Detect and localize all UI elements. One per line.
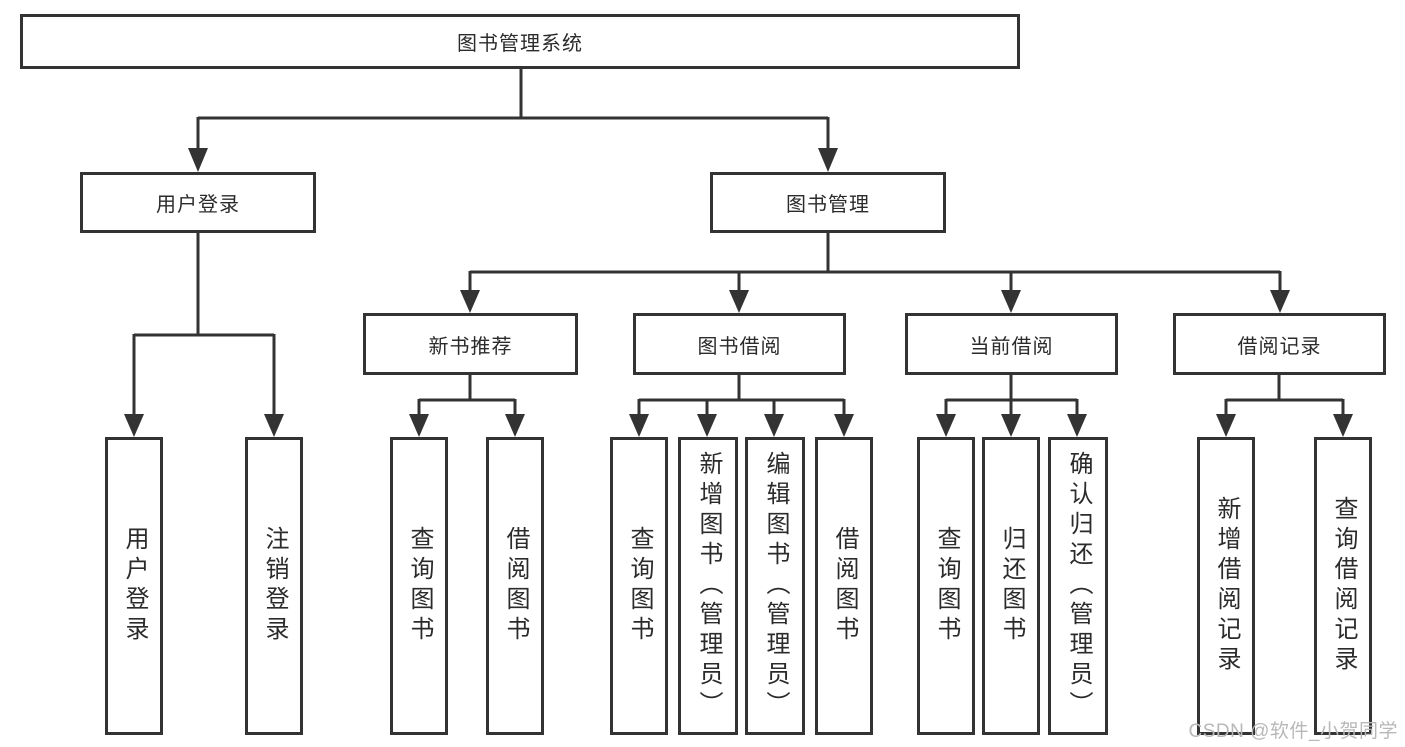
- node-label: 借阅记录: [1237, 335, 1322, 358]
- node-label: 查询图书: [626, 526, 653, 646]
- leaf-borrow-books-recommend: 借阅图书: [486, 437, 544, 735]
- leaf-add-borrow-record: 新增借阅记录: [1197, 437, 1255, 735]
- node-label: 图书管理: [786, 194, 870, 216]
- node-label: 查询图书: [933, 526, 960, 646]
- node-label: 新书推荐: [428, 335, 513, 358]
- node-label: 当前借阅: [969, 335, 1054, 358]
- node-label: 用户登录: [156, 194, 240, 216]
- node-label: 用户登录: [121, 526, 148, 646]
- node-label: 查询图书: [406, 526, 433, 646]
- node-label: 借阅图书: [831, 526, 858, 646]
- node-label: 查询借阅记录: [1330, 496, 1357, 676]
- node-label: 借阅图书: [502, 526, 529, 646]
- node-borrow-records: 借阅记录: [1173, 313, 1386, 375]
- node-user-login: 用户登录: [80, 172, 316, 233]
- node-label: 图书管理系统: [457, 33, 583, 55]
- leaf-add-books-admin: 新增图书（管理员）: [678, 437, 738, 735]
- leaf-confirm-return-admin: 确认归还（管理员）: [1048, 437, 1108, 735]
- leaf-borrow-books: 借阅图书: [815, 437, 873, 735]
- node-label: 新增借阅记录: [1213, 496, 1240, 676]
- node-library-management-system: 图书管理系统: [20, 14, 1020, 69]
- node-label: 图书借阅: [697, 335, 782, 358]
- leaf-query-borrow-record: 查询借阅记录: [1314, 437, 1372, 735]
- node-label: 归还图书: [998, 526, 1025, 646]
- csdn-watermark: CSDN @软件_小贺同学: [1188, 721, 1398, 742]
- leaf-return-books: 归还图书: [982, 437, 1040, 735]
- leaf-logout: 注销登录: [245, 437, 303, 735]
- node-current-borrow: 当前借阅: [905, 313, 1118, 375]
- node-label: 注销登录: [261, 526, 288, 646]
- leaf-query-books-borrow: 查询图书: [610, 437, 668, 735]
- node-label: 编辑图书（管理员）: [762, 451, 789, 721]
- leaf-query-books-recommend: 查询图书: [390, 437, 448, 735]
- node-book-borrow: 图书借阅: [633, 313, 846, 375]
- leaf-query-books-current: 查询图书: [917, 437, 975, 735]
- leaf-edit-books-admin: 编辑图书（管理员）: [745, 437, 805, 735]
- node-label: 确认归还（管理员）: [1065, 451, 1092, 721]
- node-new-book-recommend: 新书推荐: [363, 313, 578, 375]
- leaf-user-login: 用户登录: [105, 437, 163, 735]
- node-label: 新增图书（管理员）: [695, 451, 722, 721]
- node-book-management: 图书管理: [710, 172, 946, 233]
